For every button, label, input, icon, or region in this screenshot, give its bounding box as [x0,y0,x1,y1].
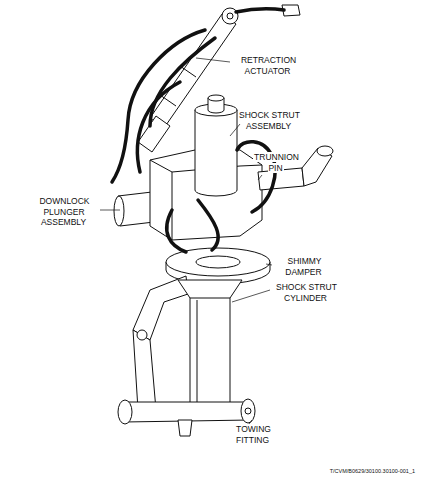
towing-fitting-bore [245,408,251,414]
part-label: TOWING FITTING [222,424,284,445]
axle-lug [178,420,192,436]
hose [150,38,215,126]
collar-bore [196,256,240,268]
part-label: SHOCK STRUT CYLINDER [272,282,340,303]
towing-fitting [241,399,255,423]
left-hub [118,400,132,424]
leader-line [230,124,240,136]
axle [124,402,250,422]
part-label: SHOCK STRUT ASSEMBLY [236,110,302,131]
leader-line [196,58,230,62]
actuator-barrel [150,14,236,128]
actuator-eye-bore [227,13,233,19]
gear-body [114,5,333,436]
leader-line [266,264,272,265]
strut-cap-top [208,95,224,101]
leader-line [232,290,270,302]
leader-line [100,210,120,211]
upper-torque-link [133,276,188,340]
shimmy-damper [166,248,270,276]
leader-line [258,175,262,180]
elbow-end [317,146,333,156]
lower-torque-link [133,330,156,410]
cylinder-edges [190,298,230,410]
hose [112,30,205,182]
hose [137,82,180,172]
downlock-plunger-end [114,196,124,226]
link-pin [137,330,147,340]
part-label: TRUNNION PIN [248,152,304,173]
shock-strut-cylinder [178,280,242,412]
hose [198,200,218,250]
figure-id: T/CVM/B0629/30100.30100-001_1 [226,468,416,475]
part-label: DOWNLOCK PLUNGER ASSEMBLY [30,196,98,228]
hose [236,9,284,12]
upper-cylinder [195,110,237,196]
part-label: RETRACTION ACTUATOR [232,55,304,76]
part-label: SHIMMY DAMPER [274,256,334,277]
hose [167,210,186,252]
